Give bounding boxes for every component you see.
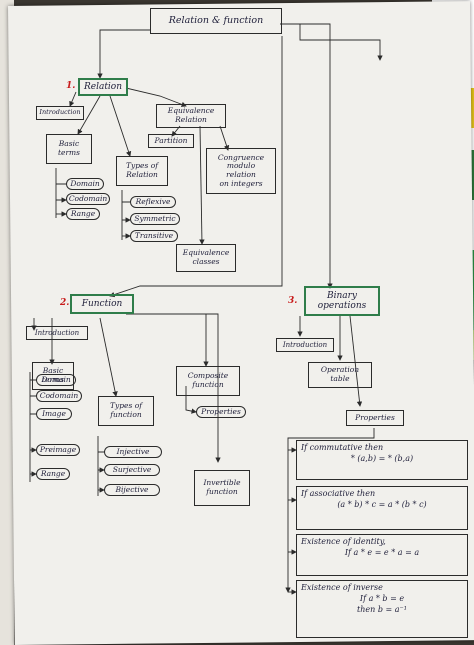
relation-node: Relation	[78, 78, 128, 96]
commutative-property-node: If commutative then * (a,b) = * (b,a)	[296, 440, 468, 480]
relation-basic-terms-node: Basic terms	[46, 134, 92, 164]
relation-introduction-node: Introduction	[36, 106, 84, 120]
composite-function-node: Composite function	[176, 366, 240, 396]
inverse-line-2: If a * b = e	[359, 593, 405, 603]
function-codomain-node: Codomain	[36, 390, 82, 402]
partition-node: Partition	[148, 134, 194, 148]
function-types-node: Types of function	[98, 396, 154, 426]
associative-line-2: (a * b) * c = a * (b * c)	[337, 499, 427, 509]
invertible-function-node: Invertible function	[194, 470, 250, 506]
injective-node: Injective	[104, 446, 162, 458]
symmetric-node: Symmetric	[130, 213, 180, 225]
operation-table-node: Operation table	[308, 362, 372, 388]
inverse-line-3: then b = a⁻¹	[357, 604, 407, 614]
reflexive-node: Reflexive	[130, 196, 176, 208]
inverse-property-node: Existence of inverse If a * b = e then b…	[296, 580, 468, 638]
relation-number: 1.	[66, 81, 76, 91]
function-node: Function	[70, 294, 134, 314]
function-number: 2.	[60, 298, 70, 308]
equivalence-relation-node: Equivalence Relation	[156, 104, 226, 128]
commutative-line-2: * (a,b) = * (b,a)	[350, 453, 414, 463]
identity-line-1: Existence of identity,	[301, 537, 386, 546]
equivalence-classes-node: Equivalence classes	[176, 244, 236, 272]
properties-node: Properties	[346, 410, 404, 426]
associative-property-node: If associative then (a * b) * c = a * (b…	[296, 486, 468, 530]
binary-introduction-node: Introduction	[276, 338, 334, 352]
identity-property-node: Existence of identity, If a * e = e * a …	[296, 534, 468, 576]
function-range-node: Range	[36, 468, 70, 480]
identity-line-2: If a * e = e * a = a	[344, 547, 420, 557]
congruence-node: Congruence modulo relation on integers	[206, 148, 276, 194]
function-domain-node: Domain	[36, 374, 76, 386]
transitive-node: Transitive	[130, 230, 178, 242]
relation-types-node: Types of Relation	[116, 156, 168, 186]
composite-properties-node: Properties	[196, 406, 246, 418]
associative-line-1: If associative then	[301, 489, 376, 498]
relation-codomain-node: Codomain	[66, 193, 110, 205]
binary-number: 3.	[288, 296, 298, 306]
image-node: Image	[36, 408, 72, 420]
commutative-line-1: If commutative then	[301, 443, 384, 452]
function-introduction-node: Introduction	[26, 326, 88, 340]
inverse-line-1: Existence of inverse	[301, 583, 383, 592]
surjective-node: Surjective	[104, 464, 160, 476]
preimage-node: Preimage	[36, 444, 80, 456]
relation-range-node: Range	[66, 208, 100, 220]
bijective-node: Bijective	[104, 484, 160, 496]
relation-domain-node: Domain	[66, 178, 104, 190]
diagram-root-title: Relation & function	[150, 8, 282, 34]
binary-operations-node: Binary operations	[304, 286, 380, 316]
